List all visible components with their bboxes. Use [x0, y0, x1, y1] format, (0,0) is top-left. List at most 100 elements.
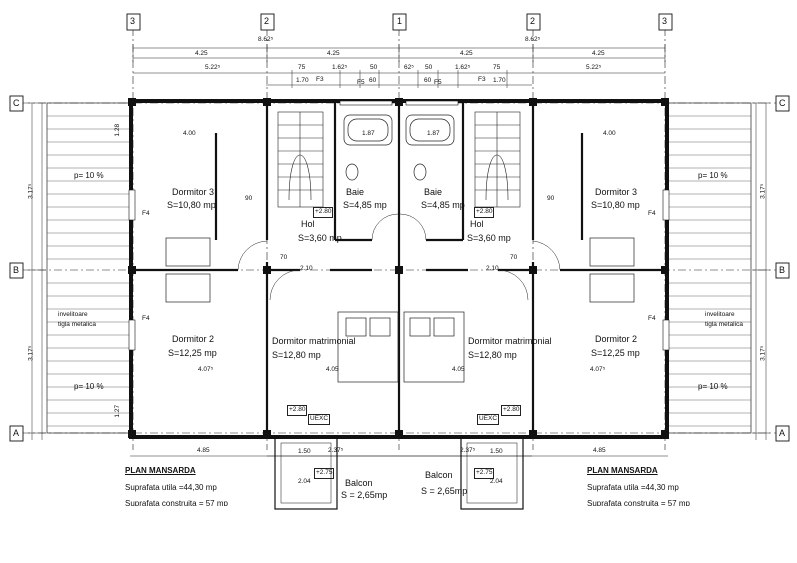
room-dim-70-right: 70: [510, 254, 518, 261]
room-area-hol-left: S=3,60 mp: [298, 233, 342, 243]
bathroom-fixtures: [343, 114, 455, 181]
room-name-baie-right: Baie: [424, 187, 443, 197]
roof-right-line-2: tigla metalica: [705, 321, 743, 328]
slope-top-right: p= 10 %: [698, 171, 728, 180]
slope-top-left: p= 10 %: [74, 171, 104, 180]
room-dim-187-right: 1.87: [427, 130, 440, 137]
room-dim-210-right: 2.10: [486, 265, 499, 272]
dim-overall-right: 8.62⁵: [525, 36, 541, 43]
room-area-baie-right: S=4,85 mp: [421, 200, 465, 210]
dim-span-4: 4.25: [592, 50, 605, 57]
dim-bottom-3: 2.37⁵: [460, 447, 476, 454]
dim-stair-second-1: 1.70: [296, 77, 309, 84]
dim-balcony-1: 1.50: [298, 448, 311, 455]
room-name-matrimonial-left: Dormitor matrimonial: [272, 336, 356, 346]
tag-f4-3: F4: [648, 210, 656, 217]
tag-f4-4: F4: [648, 315, 656, 322]
dim-second-right: 5.22⁵: [586, 64, 602, 71]
dim-side-left-2: 3.17⁵: [27, 345, 35, 361]
door-swings: [237, 213, 561, 301]
dim-overall-left: 8.62⁵: [258, 36, 274, 43]
dim-stair-5: 50: [425, 64, 433, 71]
roof-right-line-1: invelitoare: [705, 311, 735, 318]
room-area-dormitor2-left: S=12,25 mp: [168, 348, 217, 358]
dim-balcony-4: 2.04: [490, 478, 503, 485]
room-dim-187-left: 1.87: [362, 130, 375, 137]
dim-balcony-3: 1.50: [490, 448, 503, 455]
room-name-baie-left: Baie: [346, 187, 365, 197]
dim-bottom-2: 2.37⁵: [328, 447, 344, 454]
caption-util-right: Suprafata utila =44,30 mp: [587, 483, 679, 492]
slope-bottom-left: p= 10 %: [74, 382, 104, 391]
roof-left-line-2: tigla metalica: [58, 321, 96, 328]
level-tag-1: +2.80: [313, 207, 334, 218]
dim-span-1: 4.25: [195, 50, 208, 57]
roof-left-line-1: invelitoare: [58, 311, 88, 318]
dim-stair-1: 75: [298, 64, 306, 71]
balconies: [274, 436, 524, 510]
axis-label-left-b: B: [13, 265, 20, 275]
room-dim-70-left: 70: [280, 254, 288, 261]
room-dim-90-right: 90: [547, 195, 555, 202]
dim-side-right-1: 3.17⁵: [759, 183, 767, 199]
room-area-dormitor3-right: S=10,80 mp: [591, 200, 640, 210]
dim-stair-2: 1.62⁵: [332, 64, 348, 71]
axis-label-left-a: A: [13, 428, 20, 438]
room-dim-405-left: 4.05: [326, 366, 339, 373]
level-tag-6: +2.75: [474, 468, 495, 479]
room-area-matrimonial-left: S=12,80 mp: [272, 350, 321, 360]
dim-bottom-4: 4.85: [593, 447, 606, 454]
dim-span-2: 4.25: [327, 50, 340, 57]
dim-stair-second-2: 60: [369, 77, 377, 84]
axis-label-top-2: 2: [264, 16, 270, 26]
room-area-matrimonial-right: S=12,80 mp: [468, 350, 517, 360]
windows: [128, 100, 670, 351]
tag-f3-right: F3: [478, 76, 486, 83]
room-dim-210-left: 2.10: [300, 265, 313, 272]
axis-label-right-b: B: [779, 265, 786, 275]
dim-stair-second-4: 1.70: [493, 77, 506, 84]
staircase-left: [277, 111, 324, 208]
axis-label-right-c: C: [779, 98, 786, 108]
axis-label-left-c: C: [13, 98, 20, 108]
dim-stair-4: 62⁵: [404, 64, 414, 71]
room-name-dormitor3-left: Dormitor 3: [172, 187, 215, 197]
dim-side-1-28: 1.28: [114, 123, 122, 137]
caption-title-right: PLAN MANSARDA: [587, 466, 658, 475]
caption-constr-left: Suprafata construita = 57 mp: [125, 500, 228, 506]
dim-side-left-1: 3.17⁵: [27, 183, 35, 199]
axis-label-top-5: 3: [662, 16, 668, 26]
room-area-balcon-right: S = 2,65mp: [421, 486, 468, 496]
tag-f5-right: F5: [434, 79, 442, 86]
dim-second-left: 5.22⁵: [205, 64, 221, 71]
room-area-dormitor3-left: S=10,80 mp: [167, 200, 216, 210]
room-name-matrimonial-right: Dormitor matrimonial: [468, 336, 552, 346]
room-area-baie-left: S=4,85 mp: [343, 200, 387, 210]
room-dim-400-right: 4.00: [603, 130, 616, 137]
room-dim-4075-left: 4.07⁵: [198, 366, 214, 373]
tag-f3-left: F3: [316, 76, 324, 83]
uexc-tag-right: UEXC: [477, 414, 500, 425]
staircase-right: [474, 111, 521, 208]
level-tag-4: +2.80: [501, 405, 522, 416]
caption-util-left: Suprafata utila =44,30 mp: [125, 483, 217, 492]
furniture-beds: [165, 237, 635, 383]
uexc-tag-left: UEXC: [308, 414, 331, 425]
room-name-hol-right: Hol: [470, 219, 484, 229]
axis-label-top-3: 1: [397, 16, 403, 26]
caption-constr-right: Suprafata construita = 57 mp: [587, 500, 690, 506]
dim-stair-3: 50: [370, 64, 378, 71]
room-name-dormitor2-left: Dormitor 2: [172, 334, 215, 344]
axis-label-top-1: 3: [130, 16, 136, 26]
room-dim-405-right: 4.05: [452, 366, 465, 373]
dim-stair-6: 1.62⁵: [455, 64, 471, 71]
room-name-dormitor2-right: Dormitor 2: [595, 334, 638, 344]
tag-f5-left: F5: [357, 79, 365, 86]
level-tag-3: +2.80: [287, 405, 308, 416]
dim-stair-second-3: 60: [424, 77, 432, 84]
dim-bottom-1: 4.85: [197, 447, 210, 454]
level-tag-2: +2.80: [474, 207, 495, 218]
room-dim-4075-right: 4.07⁵: [590, 366, 606, 373]
room-dim-400-left: 4.00: [183, 130, 196, 137]
axis-label-right-a: A: [779, 428, 786, 438]
